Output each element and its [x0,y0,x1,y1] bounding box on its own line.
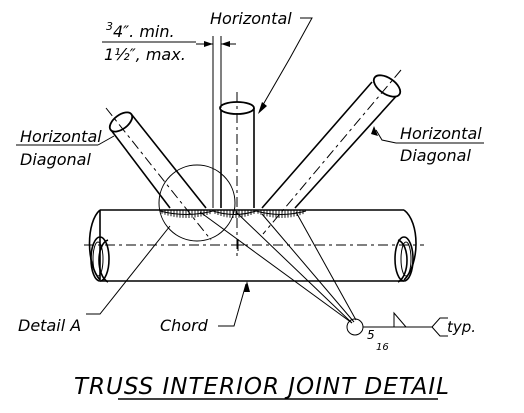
horizontal-top-callout: Horizontal [210,9,313,114]
weld-size-numerator: 5 [367,328,375,342]
title-text: TRUSS INTERIOR JOINT DETAIL [74,374,450,400]
drawing-title: TRUSS INTERIOR JOINT DETAIL [74,374,450,400]
work-point-cross [232,239,244,251]
left-diagonal-tube [105,107,212,241]
gap-max-label: 1½″, max. [104,45,186,64]
chord-tube [88,209,417,283]
weld-size-denominator: 16 [376,342,389,353]
left-diagonal-label: Diagonal [20,150,91,169]
chord-callout: Chord [160,281,250,335]
left-diagonal-callout: Horizontal Diagonal [16,127,115,169]
weld-symbol: 5 16 typ. [363,311,476,353]
weld-typ-label: typ. [447,318,476,336]
gap-dimension-label: 3 4″. min. 1½″, max. [104,20,186,64]
gap-min-label: 4″. min. [113,22,175,41]
detail-a-callout: Detail A [18,164,236,335]
horizontal-top-label: Horizontal [210,9,292,28]
right-diagonal-tube [261,69,402,235]
left-horizontal-label: Horizontal [20,127,102,146]
detail-a-label: Detail A [18,316,81,335]
right-diagonal-label: Diagonal [400,146,471,165]
gap-dimension [102,36,236,208]
right-horizontal-label: Horizontal [400,124,482,143]
weld-all-around-circle [346,318,364,336]
vertical-tube [219,92,255,258]
gap-min-superscript: 3 [106,20,113,33]
weld-leaders [199,211,364,336]
right-diagonal-callout: Horizontal Diagonal [371,124,484,165]
chord-label: Chord [160,316,209,335]
